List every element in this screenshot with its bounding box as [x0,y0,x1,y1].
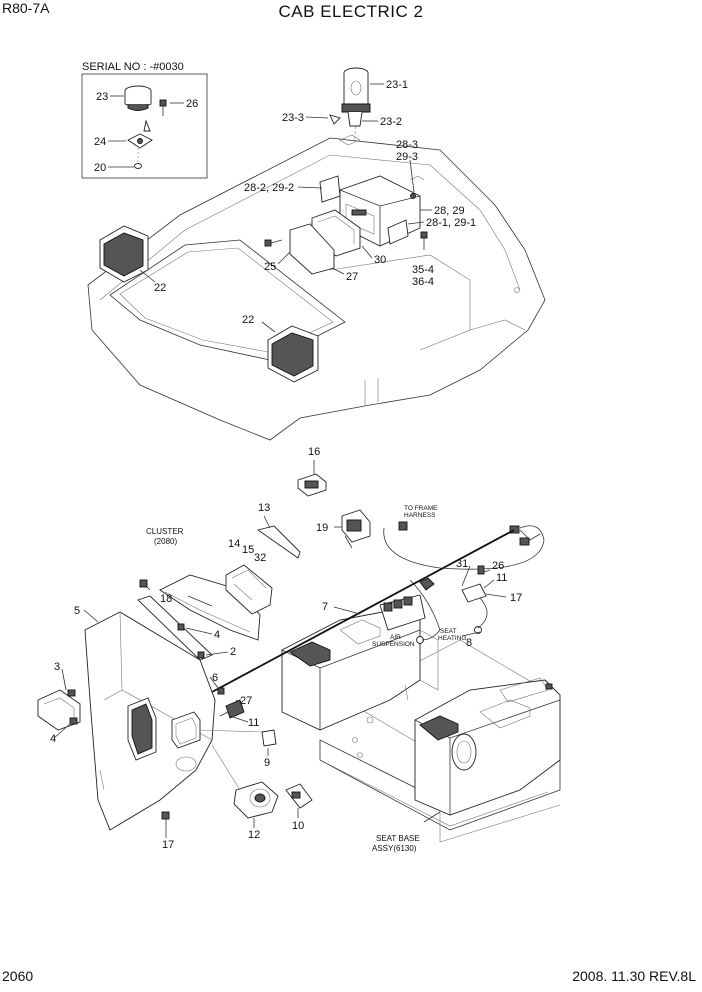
callout-28-1-29-1: 28-1, 29-1 [426,217,476,229]
note-to-frame: TO FRAME [404,505,438,512]
note-seat-base-ref: ASSY(6130) [372,844,417,853]
cab-roof [87,67,546,441]
callout-27-roof: 27 [346,271,358,283]
callout-26: 26 [492,560,504,572]
callout-16: 16 [308,446,320,458]
callout-8: 8 [466,637,472,649]
callout-29-3: 29-3 [396,151,418,163]
callout-11-upper: 11 [496,572,507,584]
callout-28-29: 28, 29 [434,205,465,217]
console-assembly [211,460,561,843]
callout-23-1: 23-1 [386,79,408,91]
callout-12: 12 [248,829,260,841]
note-suspension: SUSPENSION [372,641,415,648]
callout-4-lower: 4 [50,733,56,745]
callout-28-2-29-2: 28-2, 29-2 [244,182,294,194]
note-cluster: CLUSTER [146,527,184,536]
callout-17-lower: 17 [162,839,174,851]
callout-13: 13 [258,502,270,514]
callout-10: 10 [292,820,304,832]
callout-35-4: 35-4 [412,264,434,276]
callout-4-upper: 4 [214,629,220,641]
callout-22-left: 22 [154,282,166,294]
callout-36-4: 36-4 [412,276,434,288]
callout-19: 19 [316,522,328,534]
callout-30: 30 [374,254,386,266]
inset-label-24: 24 [94,136,106,148]
callout-2: 2 [230,646,236,658]
callout-28-3: 28-3 [396,139,418,151]
revision-date: 2008. 11.30 REV.8L [572,968,696,984]
callout-32: 32 [254,552,266,564]
callout-27-dash: 27 [240,695,252,707]
note-heating: HEATING [438,635,466,642]
callout-15: 15 [242,544,254,556]
model-label: R80-7A [2,0,50,16]
callout-9: 9 [264,757,270,769]
note-cluster-ref: (2080) [154,537,177,546]
note-harness: HARNESS [404,512,436,519]
inset-label-23: 23 [96,91,108,103]
callout-25: 25 [264,261,276,273]
callout-23-2: 23-2 [380,116,402,128]
note-air: AIR [390,634,401,641]
callout-22-right: 22 [242,314,254,326]
callout-7: 7 [322,601,328,613]
inset-label-26: 26 [186,98,198,110]
callout-3: 3 [54,661,60,673]
page-title: CAB ELECTRIC 2 [278,2,424,21]
inset-label-20: 20 [94,162,106,174]
callout-31: 31 [456,558,468,570]
callout-11-lower: 11 [248,717,259,729]
callout-6: 6 [212,672,218,684]
serial-label: SERIAL NO : -#0030 [82,61,184,73]
page-number: 2060 [2,968,34,984]
callout-17-upper: 17 [510,592,522,604]
note-seat-base: SEAT BASE [376,834,420,843]
serial-inset: SERIAL NO : -#0030 23 26 24 20 [81,61,208,179]
dash-panel [37,515,313,838]
callouts: 23-1 23-3 23-2 28-3 29-3 28-2, 29-2 28, … [50,79,522,853]
callout-23-3: 23-3 [282,112,304,124]
note-seat: SEAT [440,628,457,635]
callout-5: 5 [74,605,80,617]
callout-18: 18 [160,593,172,605]
callout-14: 14 [228,538,240,550]
